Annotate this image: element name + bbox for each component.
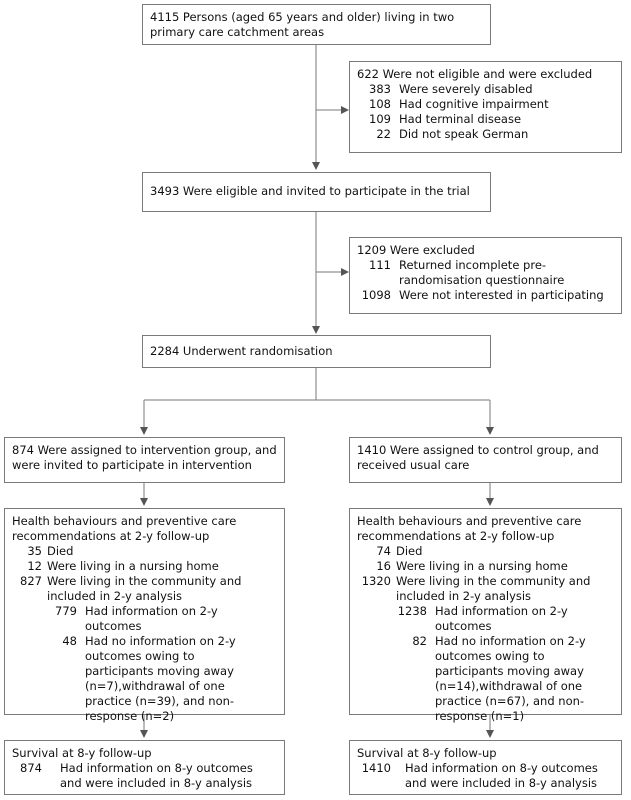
intervention-followup-box: Health behaviours and preventive care re… (4, 508, 285, 723)
not-eligible-box: 622 Were not eligible and were excluded … (349, 61, 622, 153)
followup-title: Health behaviours and preventive care re… (12, 514, 237, 543)
excluded-title: 1209 Were excluded (357, 243, 475, 257)
followup-title: Health behaviours and preventive care re… (357, 514, 582, 543)
enrolment-text: 4115 Persons (aged 65 years and older) l… (150, 10, 455, 39)
intervention-group-text: 874 Were assigned to intervention group,… (12, 443, 277, 472)
eligible-box: 3493 Were eligible and invited to partic… (142, 172, 491, 212)
survival-title: Survival at 8-y follow-up (357, 746, 497, 760)
enrolment-box: 4115 Persons (aged 65 years and older) l… (142, 4, 491, 45)
control-followup-box: Health behaviours and preventive care re… (349, 508, 622, 723)
survival-title: Survival at 8-y follow-up (12, 746, 152, 760)
control-group-text: 1410 Were assigned to control group, and… (357, 443, 599, 472)
randomisation-box: 2284 Underwent randomisation (142, 335, 491, 368)
randomisation-text: 2284 Underwent randomisation (150, 344, 333, 358)
control-group-box: 1410 Were assigned to control group, and… (349, 437, 622, 483)
eligible-text: 3493 Were eligible and invited to partic… (150, 184, 470, 198)
not-eligible-title: 622 Were not eligible and were excluded (357, 67, 593, 81)
intervention-group-box: 874 Were assigned to intervention group,… (4, 437, 285, 483)
